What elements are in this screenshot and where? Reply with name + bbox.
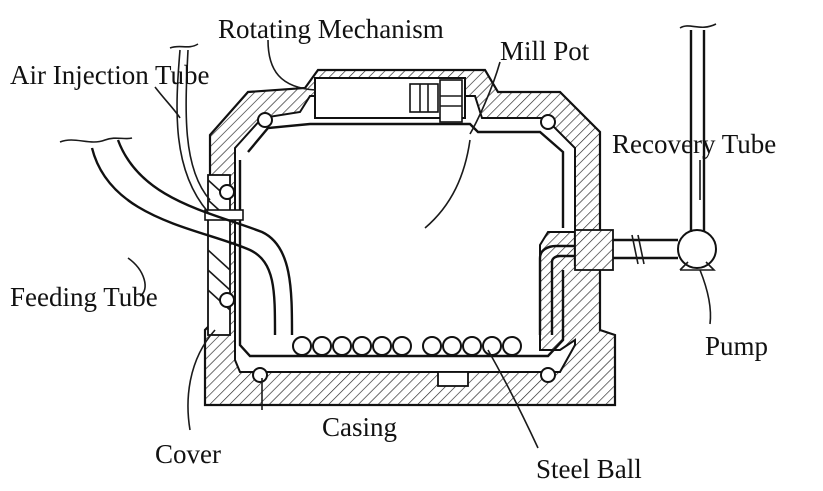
- air-injection-tube: [169, 43, 211, 213]
- label-recovery-tube: Recovery Tube: [612, 129, 776, 159]
- feeding-tube: [59, 137, 294, 336]
- label-pump: Pump: [705, 331, 768, 361]
- bottom-recess: [437, 371, 469, 387]
- label-cover: Cover: [155, 439, 221, 469]
- label-casing: Casing: [322, 412, 397, 442]
- casing-body: [203, 68, 617, 407]
- recovery-assembly: [538, 23, 717, 335]
- label-mill-pot: Mill Pot: [500, 36, 590, 66]
- seals: [219, 112, 556, 383]
- label-feeding-tube: Feeding Tube: [10, 282, 158, 312]
- label-steel-ball: Steel Ball: [536, 454, 642, 484]
- rotating-mechanism: [314, 77, 466, 123]
- steel-balls: [292, 336, 522, 356]
- label-rotating-mechanism: Rotating Mechanism: [218, 14, 444, 44]
- rotating-mechanism-cable: [267, 39, 317, 91]
- pump-body: [677, 229, 717, 269]
- label-air-injection-tube: Air Injection Tube: [10, 60, 210, 90]
- leader-lines: [127, 61, 712, 449]
